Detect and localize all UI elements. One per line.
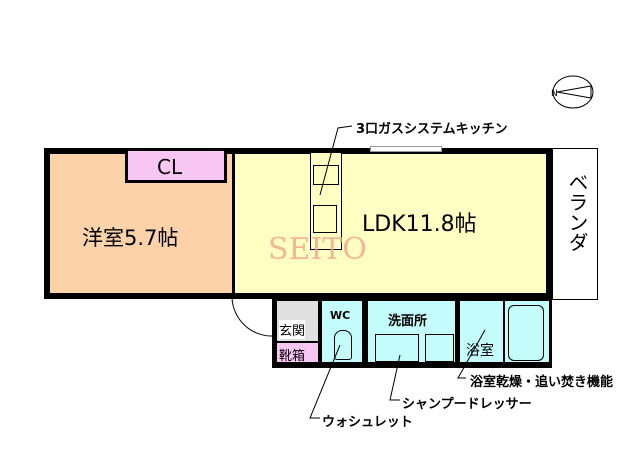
watermark: SEITO <box>268 232 367 267</box>
vanity-icon <box>375 334 419 362</box>
door-swing-icon <box>231 297 275 337</box>
window <box>370 146 442 152</box>
bathroom <box>460 301 503 362</box>
compass-label: N <box>551 89 558 99</box>
western-room-label: 洋室5.7帖 <box>82 226 179 250</box>
gas-stove-icon <box>313 165 339 185</box>
balcony-label: ベランダ <box>565 172 589 252</box>
balcony <box>552 148 598 300</box>
shoe-box-label: 靴箱 <box>279 349 306 364</box>
wc-label: WC <box>330 309 351 322</box>
kitchen-note: 3口ガスシステムキッチン <box>356 122 508 137</box>
kitchen-counter <box>310 152 342 250</box>
bathroom-label: 浴室 <box>466 343 494 359</box>
entrance-label: 玄関 <box>279 320 306 339</box>
wc <box>322 301 362 362</box>
closet <box>125 151 227 183</box>
shoe-box <box>277 343 318 362</box>
bath-dryer-note: 浴室乾燥・追い焚き機能 <box>470 375 614 390</box>
dresser-note: シャンプードレッサー <box>402 397 532 412</box>
ldk-label: LDK11.8帖 <box>362 212 477 237</box>
bathtub-area <box>505 301 549 362</box>
toilet-icon <box>334 330 352 360</box>
washroom-label: 洗面所 <box>388 314 428 329</box>
washing-machine-space <box>425 334 454 362</box>
closet-label: CL <box>157 155 183 179</box>
sink-icon <box>313 205 337 233</box>
washroom <box>368 301 455 362</box>
bathtub-icon <box>508 305 544 361</box>
washlet-note: ウォシュレット <box>322 415 413 430</box>
north-arrow-icon: N <box>551 75 594 109</box>
